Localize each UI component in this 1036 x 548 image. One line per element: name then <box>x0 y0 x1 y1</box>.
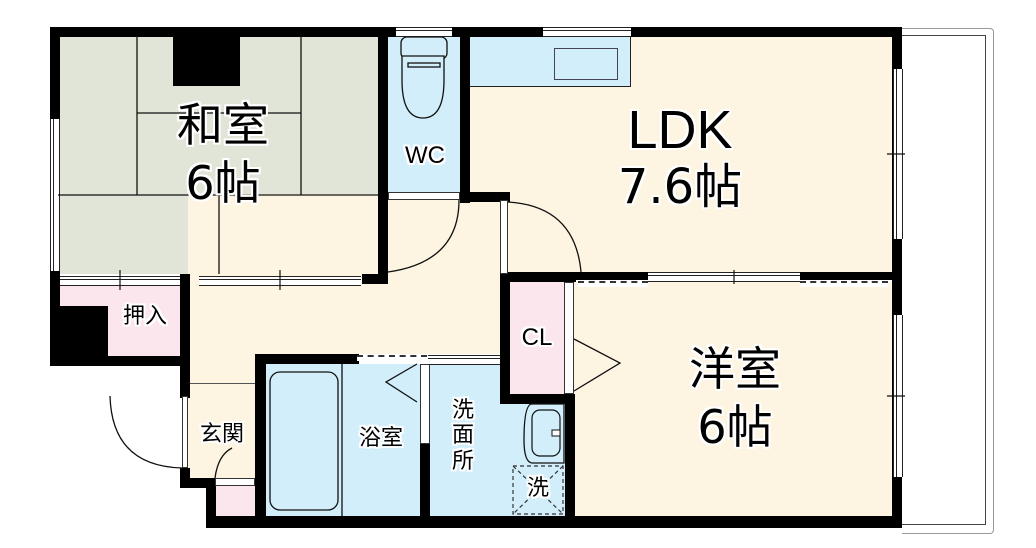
bathroom-door[interactable] <box>420 364 430 444</box>
wall <box>50 274 60 286</box>
wall <box>460 27 470 203</box>
wall <box>500 272 576 282</box>
closet-door[interactable] <box>564 282 574 394</box>
wall <box>420 444 430 524</box>
shoe-closet-door[interactable] <box>215 478 255 486</box>
wall <box>255 354 359 364</box>
genkan-area <box>188 354 256 484</box>
shoe-closet <box>215 486 255 518</box>
balcony-inner <box>902 35 986 525</box>
wall <box>500 272 510 404</box>
wall <box>800 272 892 280</box>
wall <box>362 274 388 284</box>
wall <box>576 272 648 280</box>
ldk-size: 7.6帖 <box>617 159 743 215</box>
wc-label: WC <box>405 142 445 169</box>
sliding-door[interactable] <box>428 355 500 365</box>
balcony-outline <box>902 28 994 534</box>
kitchen-sink <box>554 48 618 80</box>
sliding-door-track <box>800 281 888 287</box>
window <box>543 27 631 37</box>
wall <box>50 27 902 37</box>
youshitsu-size: 6帖 <box>697 400 773 454</box>
youshitsu-name: 洋室 <box>689 342 781 396</box>
ldk-name: LDK <box>627 100 733 160</box>
wall <box>180 274 190 398</box>
wall <box>500 394 574 404</box>
closet-label: CL <box>521 324 553 351</box>
tokonoma-block <box>173 36 240 86</box>
genkan-label: 玄関 <box>199 422 244 447</box>
wall <box>180 478 216 488</box>
wc-door[interactable] <box>388 192 460 200</box>
sliding-door-track <box>357 355 427 361</box>
wall <box>565 394 575 524</box>
wall <box>206 516 902 528</box>
washitsu-name: 和室 <box>177 98 269 152</box>
yokushitsu-label: 浴室 <box>358 426 403 451</box>
ldk-door[interactable] <box>500 200 508 274</box>
washitsu-size: 6帖 <box>185 156 261 210</box>
oshiire-label: 押入 <box>122 304 167 329</box>
entry-door[interactable] <box>182 396 188 468</box>
wall <box>460 192 510 202</box>
washer-label: 洗 <box>526 476 549 501</box>
senmenjo-label: 洗面所 <box>451 398 474 474</box>
wall <box>50 306 108 364</box>
youshitsu-room <box>574 282 892 518</box>
closet-room <box>510 282 564 394</box>
hallway-upper <box>388 200 502 284</box>
sliding-door-track <box>578 281 648 287</box>
wall <box>206 478 216 528</box>
wall <box>50 356 190 366</box>
genkan-step-line <box>188 383 256 384</box>
wall <box>892 27 902 528</box>
sliding-door[interactable] <box>648 272 800 282</box>
wall <box>378 27 388 283</box>
wall <box>255 354 266 524</box>
